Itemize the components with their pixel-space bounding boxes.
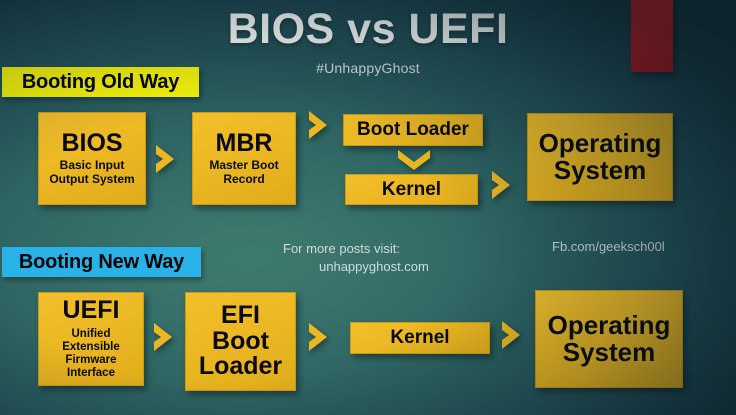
flow-box-operating-system-old-line2: System	[553, 155, 647, 185]
chevron-right-icon-uefi-to-efi	[150, 320, 184, 354]
flow-box-kernel-new: Kernel	[350, 322, 490, 354]
chevron-down-icon-boot-loader-to-kernel	[396, 148, 432, 172]
chevron-right-icon-mbr-to-boot-loader	[305, 108, 339, 142]
flow-box-bios-title: BIOS	[61, 128, 123, 157]
section-banner-old-way-label: Booting Old Way	[21, 70, 180, 93]
flow-box-kernel-new-title: Kernel	[390, 327, 450, 349]
flow-box-mbr-subtitle-line1: Master Boot	[209, 158, 279, 173]
flow-box-mbr-title: MBR	[215, 128, 273, 157]
flow-box-efi-boot-loader-line3: Loader	[198, 352, 283, 381]
page-title: BIOS vs UEFI	[227, 5, 509, 53]
flow-box-uefi-subtitle-line2: Extensible	[62, 340, 120, 353]
flow-box-boot-loader-title: Boot Loader	[357, 119, 469, 141]
flow-box-boot-loader: Boot Loader	[343, 114, 483, 146]
flow-box-mbr: MBR Master Boot Record	[192, 112, 296, 205]
chevron-right-icon-bios-to-mbr	[152, 142, 186, 176]
flow-box-operating-system-old: Operating System	[527, 113, 673, 201]
flow-box-uefi-subtitle-line3: Firmware	[65, 353, 117, 366]
flow-box-operating-system-new: Operating System	[535, 290, 683, 388]
chevron-right-icon-kernel-to-os-new	[498, 318, 532, 352]
flow-box-uefi-subtitle-line4: Interface	[67, 366, 115, 379]
flow-box-efi-boot-loader: EFI Boot Loader	[185, 292, 296, 391]
flow-box-efi-boot-loader-line1: EFI	[221, 301, 260, 330]
flow-box-efi-boot-loader-line2: Boot	[212, 326, 269, 355]
flow-box-kernel-old: Kernel	[345, 174, 478, 205]
section-banner-old-way: Booting Old Way	[2, 67, 199, 97]
flow-box-uefi-title: UEFI	[62, 296, 120, 325]
flow-box-bios: BIOS Basic Input Output System	[38, 112, 146, 205]
flow-box-operating-system-old-line1: Operating	[538, 128, 662, 159]
flow-box-bios-subtitle-line1: Basic Input	[59, 158, 125, 173]
flow-box-kernel-old-title: Kernel	[381, 178, 442, 200]
flow-box-operating-system-new-line2: System	[562, 337, 656, 367]
flow-box-mbr-subtitle-line2: Record	[223, 171, 265, 186]
chevron-right-icon-efi-to-kernel	[305, 320, 339, 354]
chevron-right-icon-kernel-to-os-old	[488, 168, 522, 202]
section-banner-new-way: Booting New Way	[2, 247, 201, 277]
flow-box-uefi: UEFI Unified Extensible Firmware Interfa…	[38, 292, 144, 386]
section-banner-new-way-label: Booting New Way	[18, 250, 185, 273]
visit-note-line2: unhappyghost.com	[319, 258, 429, 274]
flow-box-uefi-subtitle-line1: Unified	[71, 327, 111, 340]
facebook-handle: Fb.com/geeksch00l	[552, 239, 665, 254]
visit-note-line1: For more posts visit:	[283, 241, 401, 256]
visit-note: For more posts visit: unhappyghost.com	[283, 240, 493, 275]
flow-box-operating-system-new-line1: Operating	[547, 310, 671, 341]
flow-box-bios-subtitle-line2: Output System	[49, 171, 135, 186]
